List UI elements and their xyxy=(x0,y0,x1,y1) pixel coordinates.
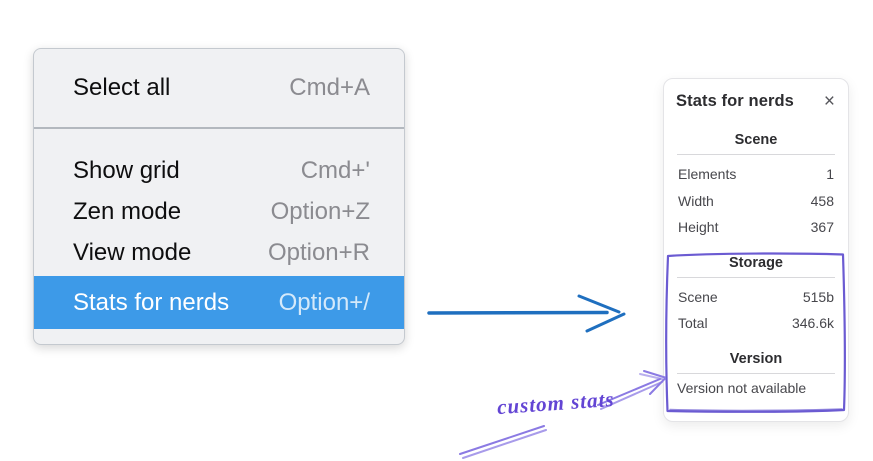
version-note: Version not available xyxy=(677,379,807,396)
menu-item-shortcut: Cmd+A xyxy=(289,74,370,101)
menu-item-shortcut: Cmd+' xyxy=(300,156,370,184)
section-heading-scene: Scene xyxy=(734,132,778,148)
version-section: Version Version not available xyxy=(676,351,836,396)
menu-item-label: Show grid xyxy=(73,156,180,184)
storage-section: Storage Scene 515b Total 346.6k xyxy=(676,255,836,337)
menu-item-label: Select all xyxy=(73,74,171,101)
context-menu: Select all Cmd+A Show grid Cmd+' Zen mod… xyxy=(33,48,405,345)
menu-item-shortcut: Option+/ xyxy=(278,288,370,316)
menu-item-shortcut: Option+Z xyxy=(270,197,370,225)
menu-item-select-all[interactable]: Select all Cmd+A xyxy=(34,49,404,127)
section-heading-storage: Storage xyxy=(729,254,783,271)
stats-panel-header: Stats for nerds × xyxy=(676,92,836,111)
menu-item-zen-mode[interactable]: Zen mode Option+Z xyxy=(34,191,404,232)
stat-row-elements: Elements 1 xyxy=(676,161,836,188)
stat-label: Elements xyxy=(678,166,737,183)
stat-value: 458 xyxy=(810,192,834,209)
close-icon[interactable]: × xyxy=(823,91,835,112)
stat-value: 515b xyxy=(802,288,834,305)
stat-value: 1 xyxy=(826,166,834,183)
stat-value: 346.6k xyxy=(791,315,834,332)
divider xyxy=(677,154,835,155)
stats-panel-title: Stats for nerds xyxy=(676,92,794,110)
menu-item-label: Stats for nerds xyxy=(73,288,230,316)
stat-row-scene-size: Scene 515b xyxy=(676,284,836,311)
menu-item-label: Zen mode xyxy=(73,197,182,225)
menu-divider xyxy=(34,127,404,129)
menu-item-label: View mode xyxy=(73,238,192,266)
stat-label: Scene xyxy=(678,288,718,305)
stat-label: Height xyxy=(678,219,719,236)
menu-item-shortcut: Option+R xyxy=(267,238,370,266)
menu-item-show-grid[interactable]: Show grid Cmd+' xyxy=(34,150,404,191)
scene-section: Scene Elements 1 Width 458 Height 367 xyxy=(676,132,836,241)
stat-label: Width xyxy=(678,192,714,209)
stat-row-height: Height 367 xyxy=(676,214,836,241)
stat-row-total-size: Total 346.6k xyxy=(676,310,836,337)
menu-item-stats-for-nerds[interactable]: Stats for nerds Option+/ xyxy=(34,276,404,329)
stat-value: 367 xyxy=(810,219,834,236)
stat-label: Total xyxy=(678,315,708,332)
divider xyxy=(677,372,835,374)
menu-group: Show grid Cmd+' Zen mode Option+Z View m… xyxy=(34,129,404,329)
menu-item-view-mode[interactable]: View mode Option+R xyxy=(34,232,404,273)
stats-panel: Stats for nerds × Scene Elements 1 Width… xyxy=(663,78,849,422)
stat-row-width: Width 458 xyxy=(676,188,836,215)
section-heading-version: Version xyxy=(729,350,783,367)
custom-stats-label: custom stats xyxy=(496,386,616,420)
flow-arrow xyxy=(427,294,626,333)
divider xyxy=(677,276,835,278)
